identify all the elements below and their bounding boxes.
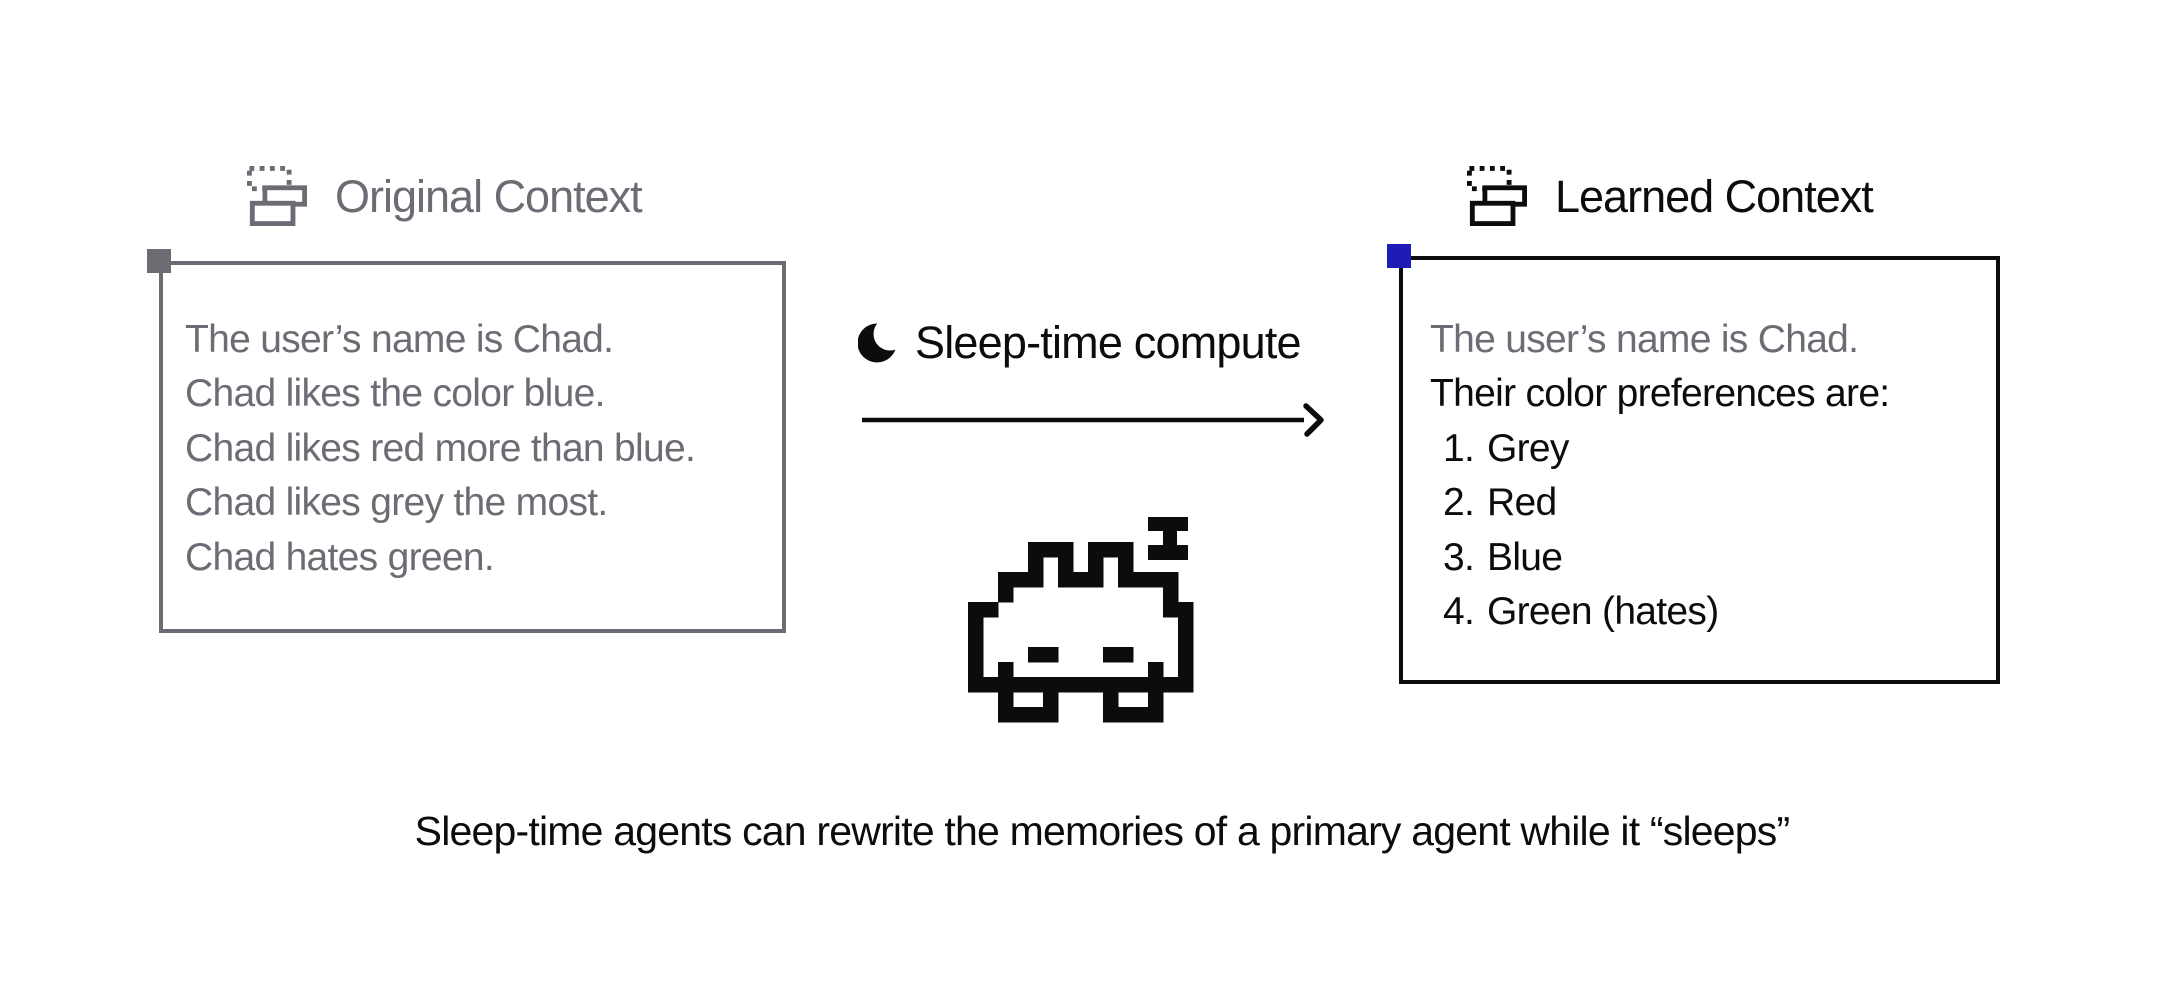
figure-caption: Sleep-time agents can rewrite the memori… — [414, 808, 1790, 854]
list-item: 1.Grey — [1443, 426, 1569, 470]
learned-context-box: The user’s name is Chad. Their color pre… — [1387, 244, 2000, 684]
corner-handle-blue — [1387, 244, 1411, 268]
original-context-header: Original Context — [247, 165, 643, 227]
memory-line: Their color preferences are: — [1430, 372, 1890, 416]
layers-icon — [247, 166, 307, 227]
memory-line: The user’s name is Chad. — [1430, 318, 1859, 361]
list-item: 4.Green (hates) — [1443, 590, 1719, 634]
memory-line: Chad likes the color blue. — [185, 372, 605, 416]
right-arrow-icon — [862, 403, 1324, 437]
sleeping-robot-icon — [968, 517, 1194, 723]
memory-line: Chad likes grey the most. — [185, 481, 608, 525]
memory-line: Chad hates green. — [185, 535, 495, 579]
sleep-time-compute-label: Sleep-time compute — [858, 316, 1302, 368]
list-item: 2.Red — [1443, 481, 1557, 525]
learned-context-label: Learned Context — [1555, 170, 1874, 222]
corner-handle-grey — [147, 249, 171, 273]
memory-line: Chad likes red more than blue. — [185, 426, 696, 470]
crescent-moon-icon — [858, 320, 898, 363]
original-context-box: The user’s name is Chad. Chad likes the … — [147, 249, 786, 633]
layers-icon — [1467, 166, 1527, 227]
learned-context-lines: The user’s name is Chad. Their color pre… — [1430, 313, 1890, 639]
original-context-lines: The user’s name is Chad. Chad likes the … — [185, 313, 696, 585]
original-context-label: Original Context — [335, 170, 643, 222]
list-item: 3.Blue — [1443, 535, 1563, 579]
memory-line: The user’s name is Chad. — [185, 318, 614, 361]
sleep-time-compute-text: Sleep-time compute — [915, 316, 1302, 368]
sleep-z-letter — [1148, 517, 1188, 560]
learned-context-header: Learned Context — [1467, 165, 1874, 227]
